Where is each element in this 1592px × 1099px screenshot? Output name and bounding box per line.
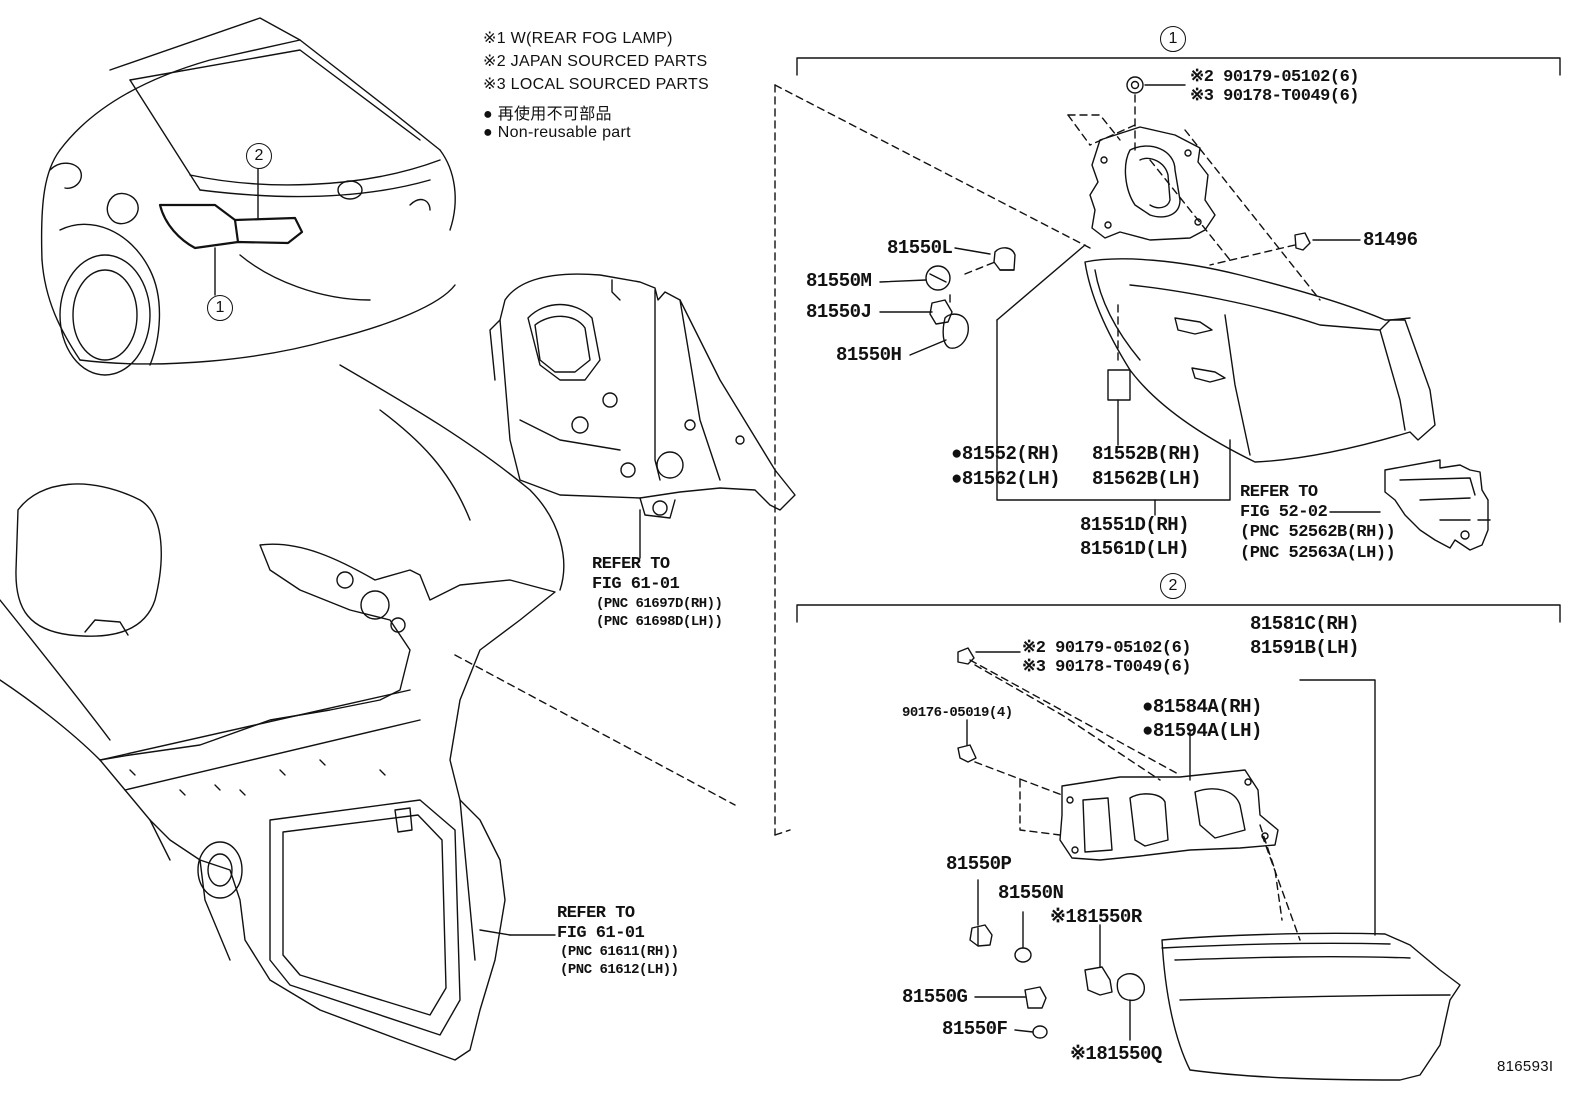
- g1-ref-line3: (PNC 52562B(RH)): [1240, 523, 1396, 542]
- figure-id: 816593I: [1497, 1058, 1554, 1075]
- g1-ref-line1: REFER TO: [1240, 483, 1318, 502]
- part-81561D-lh: 81561D(LH): [1080, 538, 1190, 560]
- ref-b-line2: FIG 61-01: [557, 924, 645, 943]
- part-81550J: 81550J: [806, 301, 872, 323]
- part-81496: 81496: [1363, 229, 1418, 251]
- part-81552-rh: ●81552(RH): [951, 443, 1061, 465]
- legend-non-reusable-jp: ● 再使用不可部品: [483, 106, 612, 123]
- g2-screw-local: ※3 90178-T0049(6): [1022, 658, 1191, 677]
- group1-parts-drawing: [926, 77, 1490, 550]
- callout-2-car: 2: [246, 143, 272, 169]
- part-90176-05019: 90176-05019(4): [902, 705, 1013, 721]
- part-81550F: 81550F: [942, 1018, 1008, 1040]
- ref-a-line1: REFER TO: [592, 555, 670, 574]
- g1-screw-local: ※3 90178-T0049(6): [1190, 87, 1359, 106]
- legend-note-2: ※2 JAPAN SOURCED PARTS: [483, 53, 708, 70]
- part-81562-lh: ●81562(LH): [951, 468, 1061, 490]
- dashed-leaders-left: [455, 85, 1090, 835]
- part-81551D-rh: 81551D(RH): [1080, 514, 1190, 536]
- g1-ref-line4: (PNC 52563A(LH)): [1240, 544, 1396, 563]
- group2-bracket: [797, 605, 1560, 622]
- part-81550P: 81550P: [946, 853, 1012, 875]
- quarter-inner-panel-drawing: [490, 274, 795, 558]
- part-81550G: 81550G: [902, 986, 968, 1008]
- group2-dashed-lines: [970, 660, 1300, 940]
- part-81562B-lh: 81562B(LH): [1092, 468, 1202, 490]
- callout-1-group: 1: [1160, 26, 1186, 52]
- legend-note-1: ※1 W(REAR FOG LAMP): [483, 30, 673, 47]
- ref-b-line3: (PNC 61611(RH)): [560, 944, 679, 960]
- g1-ref-line2: FIG 52-02: [1240, 503, 1328, 522]
- part-81550H: 81550H: [836, 344, 902, 366]
- callout-2-group: 2: [1160, 573, 1186, 599]
- part-81581C-rh: 81581C(RH): [1250, 613, 1360, 635]
- part-81550L: 81550L: [887, 237, 953, 259]
- part-81550Q: ※181550Q: [1070, 1043, 1162, 1065]
- ref-a-line2: FIG 61-01: [592, 575, 680, 594]
- part-81594A-lh: ●81594A(LH): [1142, 720, 1262, 742]
- group1-bracket: [797, 58, 1560, 75]
- g1-screw-japan: ※2 90179-05102(6): [1190, 68, 1359, 87]
- ref-a-line4: (PNC 61698D(LH)): [596, 614, 723, 630]
- part-81552B-rh: 81552B(RH): [1092, 443, 1202, 465]
- callout-1-car: 1: [207, 295, 233, 321]
- ref-a-line3: (PNC 61697D(RH)): [596, 596, 723, 612]
- car-rear-view-drawing: [42, 18, 456, 375]
- g2-screw-japan: ※2 90179-05102(6): [1022, 639, 1191, 658]
- ref-b-line1: REFER TO: [557, 904, 635, 923]
- group1-dashed-lines: [950, 95, 1320, 360]
- body-back-panel-drawing: [0, 365, 564, 1060]
- legend-non-reusable-en: ● Non-reusable part: [483, 124, 631, 141]
- part-81550M: 81550M: [806, 270, 872, 292]
- part-81591B-lh: 81591B(LH): [1250, 637, 1360, 659]
- group2-leaders: [967, 652, 1375, 1040]
- part-81550N: 81550N: [998, 882, 1064, 904]
- legend-note-3: ※3 LOCAL SOURCED PARTS: [483, 76, 709, 93]
- group1-leaders: [880, 85, 1380, 515]
- part-81550R: ※181550R: [1050, 906, 1142, 928]
- part-81584A-rh: ●81584A(RH): [1142, 696, 1262, 718]
- ref-b-line4: (PNC 61612(LH)): [560, 962, 679, 978]
